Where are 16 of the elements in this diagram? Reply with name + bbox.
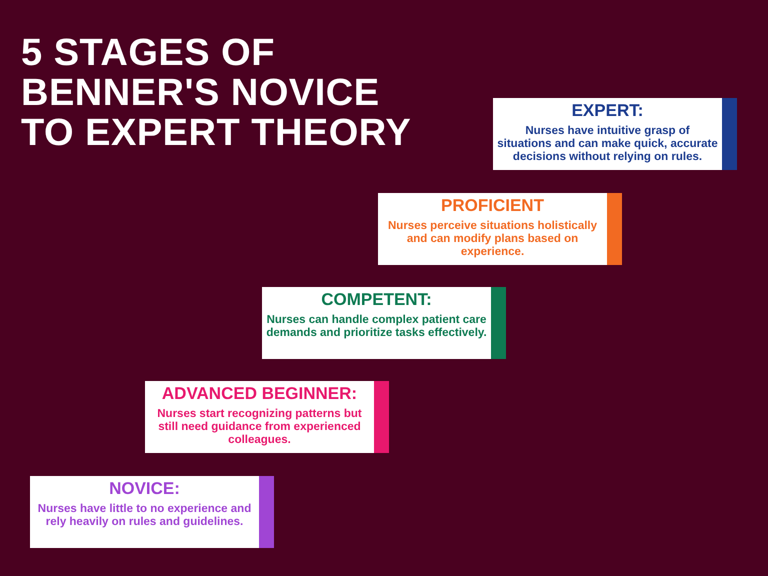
stage-card	[262, 287, 506, 359]
stage-heading: EXPERT:	[572, 100, 644, 122]
stage-heading: PROFICIENT	[441, 195, 544, 217]
stage-card	[145, 381, 389, 453]
stage-heading: ADVANCED BEGINNER:	[162, 383, 358, 405]
stage-description: Nurses have intuitive grasp of situations and can make quick, accurate decisions without relying on rules.	[497, 125, 718, 164]
stage-card	[493, 98, 737, 170]
stage-card	[378, 193, 622, 265]
stage-description: Nurses can handle complex patient care demands and prioritize tasks effectively.	[266, 314, 487, 340]
title: 5 STAGES OF BENNER'S NOVICE TO EXPERT THEORY	[21, 33, 412, 153]
stage-description: Nurses start recognizing patterns but still need guidance from experienced colleagues.	[156, 408, 363, 447]
stage-card	[30, 476, 274, 548]
stage-heading: NOVICE:	[109, 478, 180, 500]
stage-description: Nurses have little to no experience and rely heavily on rules and guidelines.	[36, 503, 252, 529]
stage-heading: COMPETENT:	[321, 289, 432, 311]
stage-description: Nurses perceive situations holistically and can modify plans based on experience.	[387, 220, 598, 259]
